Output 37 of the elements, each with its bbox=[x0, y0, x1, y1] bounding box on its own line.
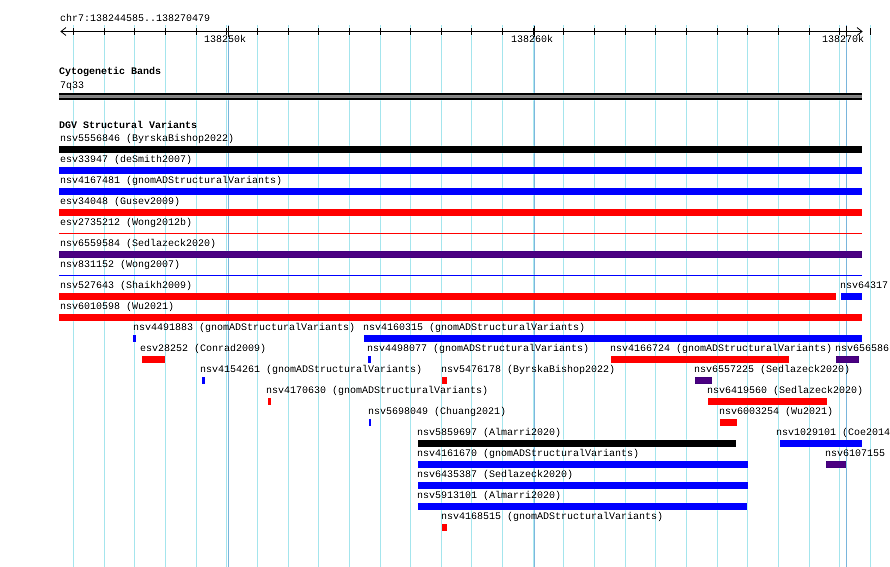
variant-label: nsv6107155 bbox=[825, 449, 886, 461]
variant-label: nsv6435387 (Sedlazeck2020) bbox=[417, 470, 574, 482]
band-label: 7q33 bbox=[60, 81, 84, 93]
variant-label: nsv4154261 (gnomADStructuralVariants) bbox=[200, 365, 422, 377]
variant-label: nsv4170630 (gnomADStructuralVariants) bbox=[266, 386, 488, 398]
variant-label: nsv656586 bbox=[835, 344, 890, 356]
variant-label: nsv527643 (Shaikh2009) bbox=[60, 281, 192, 293]
coordinate-range: chr7:138244585..138270479 bbox=[60, 14, 210, 26]
variant-label: nsv64317 bbox=[840, 281, 888, 293]
track-title: Cytogenetic Bands bbox=[59, 67, 162, 79]
variant-label: nsv4168515 (gnomADStructuralVariants) bbox=[441, 512, 664, 524]
variant-label: nsv6559584 (Sedlazeck2020) bbox=[60, 239, 216, 251]
variant-label: nsv5556846 (ByrskaBishop2022) bbox=[60, 134, 234, 146]
variant-label: esv33947 (deSmith2007) bbox=[60, 155, 192, 167]
variant-label: nsv4167481 (gnomADStructuralVariants) bbox=[60, 176, 282, 188]
variant-label: nsv4166724 (gnomADStructuralVariants) bbox=[610, 344, 832, 356]
variant-label: nsv4498077 (gnomADStructuralVariants) bbox=[367, 344, 590, 356]
variant-label: nsv4161670 (gnomADStructuralVariants) bbox=[417, 449, 640, 461]
scale-tick-label: 138270k bbox=[822, 35, 864, 47]
variant-label: nsv5698049 (Chuang2021) bbox=[368, 407, 506, 419]
variant-label: nsv5476178 (ByrskaBishop2022) bbox=[441, 365, 616, 377]
variant-label: nsv6010598 (Wu2021) bbox=[60, 302, 174, 314]
scale-tick-label: 138260k bbox=[511, 35, 554, 47]
variant-label: esv28252 (Conrad2009) bbox=[140, 344, 266, 356]
variant-label: nsv6003254 (Wu2021) bbox=[719, 407, 834, 419]
variant-label: esv34048 (Gusev2009) bbox=[60, 197, 180, 209]
variant-label: nsv831152 (Wong2007) bbox=[60, 260, 180, 272]
variant-label: esv2735212 (Wong2012b) bbox=[60, 218, 192, 230]
track-title: DGV Structural Variants bbox=[59, 121, 198, 133]
scale-tick-label: 138250k bbox=[204, 35, 246, 47]
variant-label: nsv1029101 (Coe2014 bbox=[776, 428, 890, 440]
variant-label: nsv5913101 (Almarri2020) bbox=[417, 491, 562, 503]
variant-label: nsv4160315 (gnomADStructuralVariants) bbox=[363, 323, 586, 335]
variant-label: nsv6419560 (Sedlazeck2020) bbox=[707, 386, 864, 398]
variant-label: nsv6557225 (Sedlazeck2020) bbox=[694, 365, 850, 377]
variant-label: nsv5859697 (Almarri2020) bbox=[417, 428, 562, 440]
variant-label: nsv4491883 (gnomADStructuralVariants) bbox=[133, 323, 356, 335]
